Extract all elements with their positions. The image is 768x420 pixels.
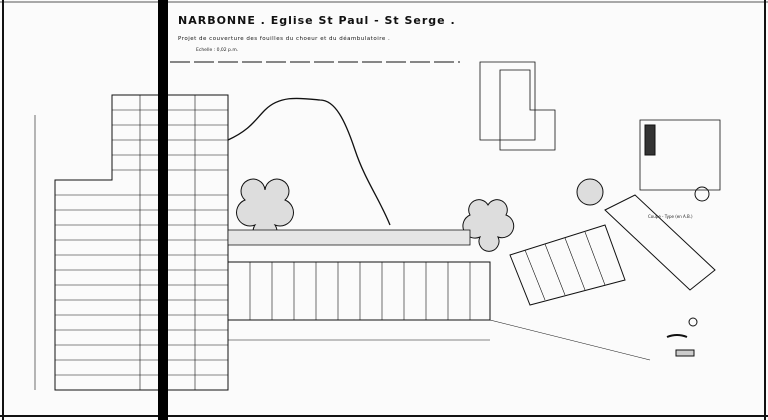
left-roof-outline xyxy=(54,94,229,391)
drawing-scale: Echelle : 0,02 p.m. xyxy=(196,48,239,53)
drawing-subtitle: Projet de couverture des fouilles du cho… xyxy=(178,36,391,42)
section-detail xyxy=(639,119,721,191)
left-roof-rafters xyxy=(55,95,228,390)
pier-right xyxy=(462,199,515,252)
angled-roof xyxy=(509,224,626,306)
section-label: Coupe - Type (en A.B.) xyxy=(648,214,693,219)
drawing-title: NARBONNE . Eglise St Paul - St Serge . xyxy=(178,14,456,27)
central-roof xyxy=(227,261,491,321)
end-roof xyxy=(604,194,716,291)
detail-plan xyxy=(479,61,556,151)
wall-contour xyxy=(227,97,391,226)
legend-symbol-circle xyxy=(688,317,698,327)
pier-left xyxy=(236,178,294,245)
